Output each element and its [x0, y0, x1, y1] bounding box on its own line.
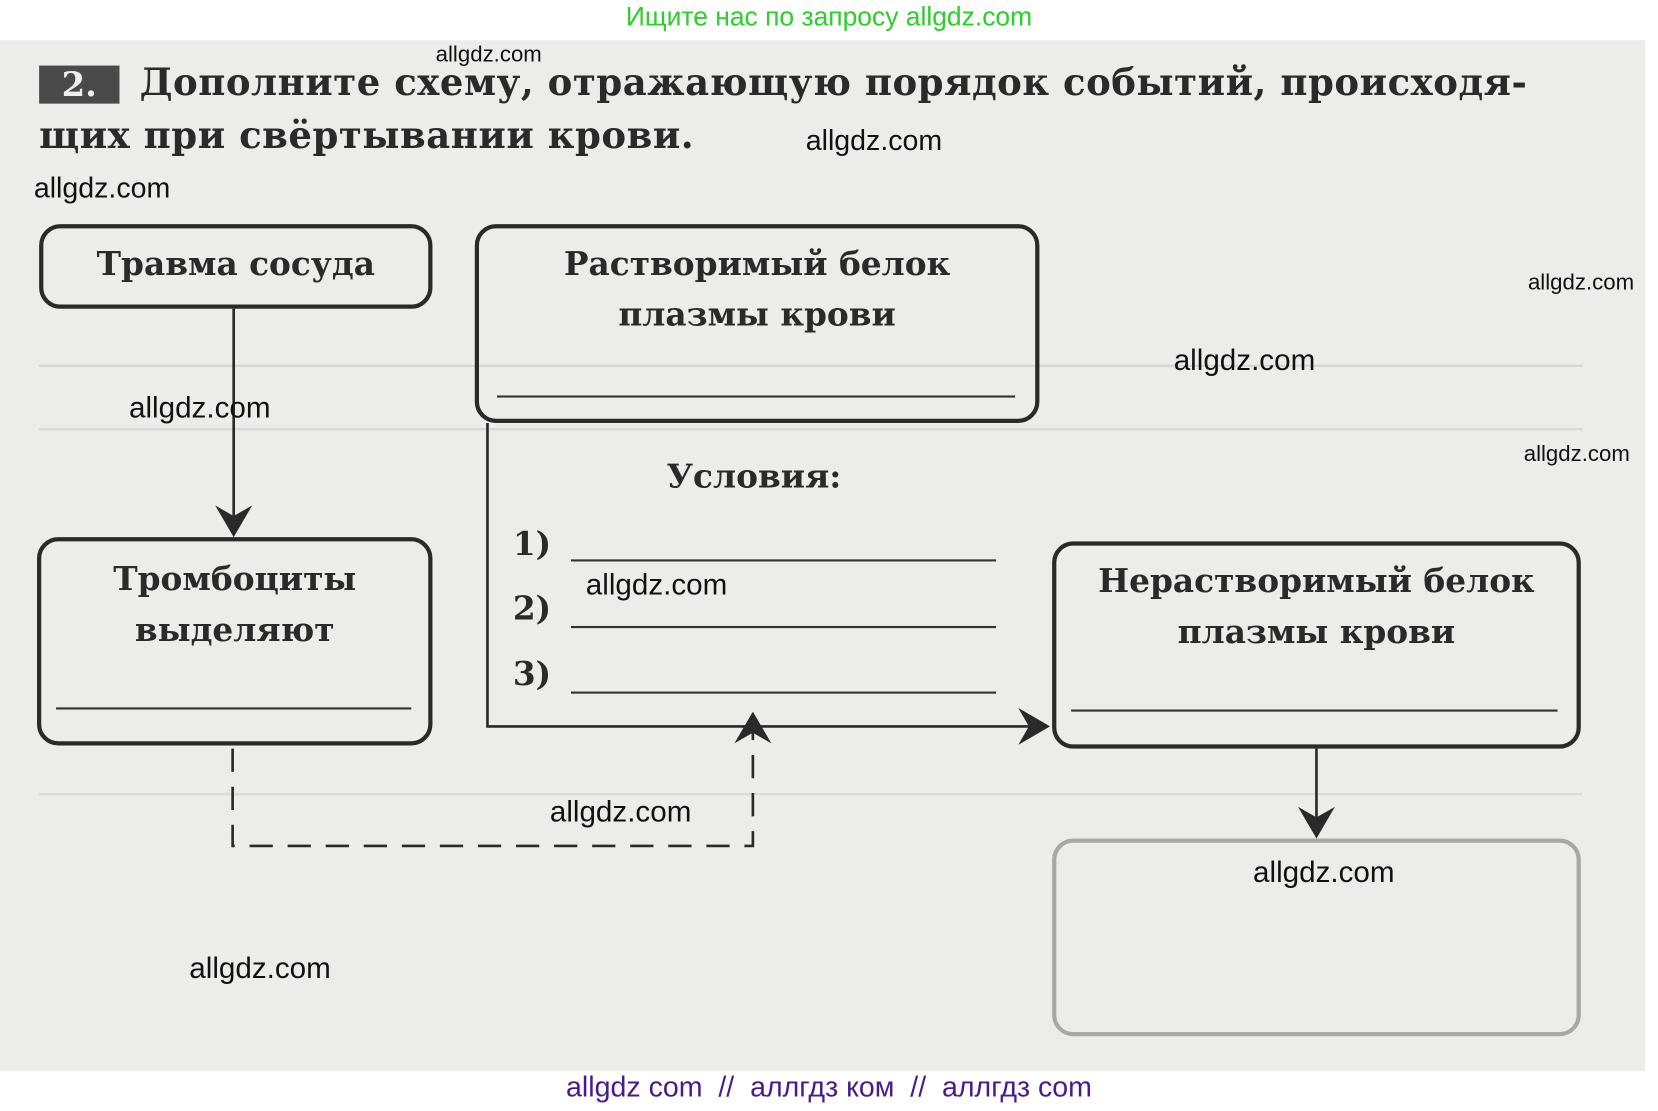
faint-rule — [39, 428, 1583, 431]
answer-blank-platelets[interactable] — [56, 707, 412, 710]
box-soluble-label-1: Растворимый белок — [563, 245, 951, 284]
box-platelets-label-2: выделяют — [134, 611, 335, 650]
box-vessel-trauma: Травма сосуда — [39, 224, 433, 309]
watermark: allgdz.com — [129, 391, 271, 425]
footer-links: allgdz com // аллгдз ком // аллгдз com — [566, 1071, 1092, 1103]
box-insoluble-label-1: Нерастворимый белок — [1098, 562, 1535, 601]
watermark: allgdz.com — [435, 42, 542, 67]
answer-blank-soluble[interactable] — [496, 395, 1016, 398]
box-vessel-trauma-label: Травма сосуда — [96, 245, 375, 284]
box-soluble-label-2: плазмы крови — [618, 296, 896, 335]
answer-blank-insoluble[interactable] — [1071, 709, 1558, 712]
condition-1-blank[interactable] — [570, 559, 997, 562]
watermark: allgdz.com — [189, 951, 331, 985]
task-title-line2: щих при свёртывании крови. — [39, 114, 695, 158]
faint-rule — [39, 364, 1583, 367]
faint-rule — [39, 793, 1583, 796]
box-soluble-protein: Растворимый белок плазмы крови — [474, 224, 1040, 423]
watermark: allgdz.com — [549, 795, 692, 828]
box-platelets: Тромбоциты выделяют — [37, 537, 433, 746]
condition-3-blank[interactable] — [570, 691, 997, 694]
watermark: allgdz.com — [1253, 855, 1395, 889]
condition-3-number: 3) — [512, 655, 552, 694]
top-banner: Ищите нас по запросу allgdz.com — [625, 2, 1033, 32]
watermark: allgdz.com — [805, 124, 943, 157]
dashed-arrow-platelets-to-conditions — [231, 711, 772, 848]
arrow-soluble-to-insoluble — [486, 422, 1050, 745]
condition-1-number: 1) — [512, 525, 552, 564]
watermark: allgdz.com — [1527, 270, 1635, 296]
watermark: allgdz.com — [1173, 343, 1316, 377]
conditions-label: Условия: — [666, 457, 842, 496]
box-platelets-label-1: Тромбоциты — [113, 560, 357, 599]
condition-2-blank[interactable] — [570, 625, 997, 629]
textbook-page — [0, 40, 1646, 1072]
watermark: allgdz.com — [33, 172, 171, 205]
box-insoluble-protein: Нерастворимый белок плазмы крови — [1052, 541, 1581, 749]
box-insoluble-label-2: плазмы крови — [1177, 613, 1456, 652]
watermark: allgdz.com — [585, 567, 728, 601]
box-final-empty[interactable] — [1052, 838, 1581, 1037]
task-number-badge: 2. — [39, 65, 120, 104]
condition-2-number: 2) — [512, 590, 552, 629]
task-title-line1: Дополните схему, отражающую порядок собы… — [139, 61, 1528, 105]
watermark: allgdz.com — [1523, 441, 1630, 467]
